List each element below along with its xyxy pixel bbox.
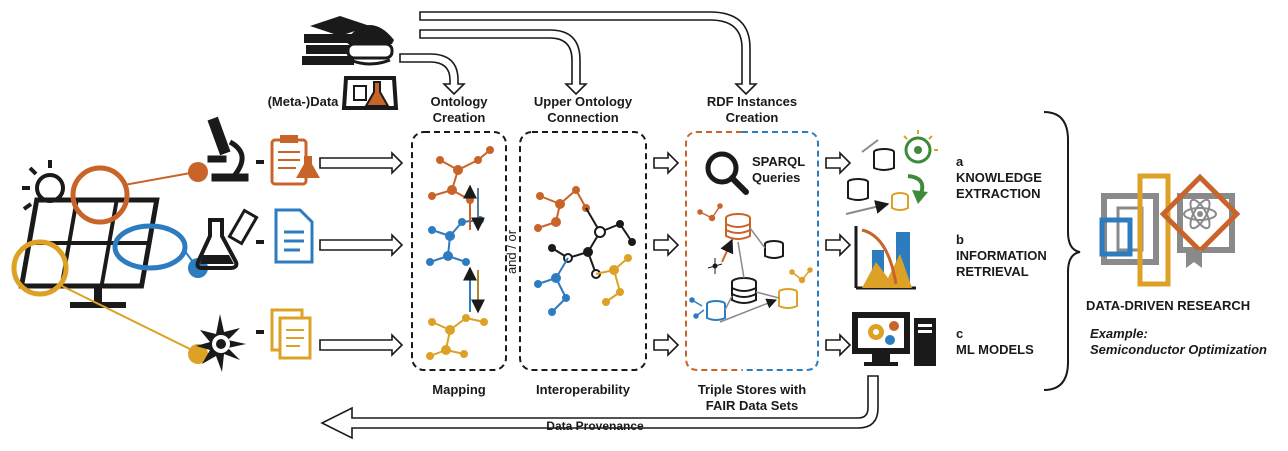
knowledge-extraction-icon (845, 130, 938, 215)
flask-icon (195, 208, 259, 270)
gold-circle (11, 239, 69, 297)
outcome-example: Example: Semiconductor Optimization (1090, 326, 1288, 358)
mapping-box (411, 131, 507, 371)
clipboard-document-icon (270, 135, 320, 186)
sparql-line2: Queries (752, 170, 801, 185)
gold-graph (426, 314, 488, 360)
computer-ml-icon (852, 312, 936, 366)
sparql-line1: SPARQL (752, 154, 806, 169)
scientist-icon (302, 16, 399, 110)
combined-graph (534, 186, 636, 316)
microscope-icon (207, 116, 249, 182)
bracket (1043, 111, 1081, 391)
information-retrieval-icon (854, 226, 916, 290)
research-emblem-icon (1099, 173, 1241, 287)
application-a: a KNOWLEDGE EXTRACTION (956, 154, 1066, 202)
blue-graph (426, 216, 484, 266)
outcome-example-label: Example: (1090, 326, 1148, 341)
application-c-letter: c (956, 326, 964, 341)
interoperability-box (519, 131, 647, 371)
application-a-letter: a (956, 154, 964, 169)
blue-ellipse (112, 223, 188, 271)
application-a-line1: KNOWLEDGE (956, 170, 1042, 185)
application-c-line1: ML MODELS (956, 342, 1034, 357)
hollow-arrows-left (319, 151, 404, 357)
ontology-creation-header: Ontology Creation (404, 94, 514, 126)
upper-ontology-line1: Upper Ontology (533, 94, 633, 109)
application-b: b INFORMATION RETRIEVAL (956, 232, 1066, 280)
files-icon (270, 308, 312, 360)
interoperability-label: Interoperability (536, 382, 630, 397)
and-or-label: and / or (504, 229, 519, 275)
metadata-header: (Meta-)Data (267, 94, 339, 109)
application-b-line2: RETRIEVAL (956, 264, 1029, 279)
sparql-label: SPARQL Queries (752, 154, 822, 186)
application-b-line1: INFORMATION (956, 248, 1047, 263)
orange-graph (428, 146, 494, 204)
rdf-instances-line2: Creation (725, 110, 779, 125)
magnifier-icon (705, 151, 749, 195)
triple-store-databases (689, 203, 813, 323)
application-c: c ML MODELS (956, 326, 1066, 358)
application-a-line2: EXTRACTION (956, 186, 1041, 201)
rdf-instances-line1: RDF Instances (706, 94, 798, 109)
application-b-letter: b (956, 232, 964, 247)
data-provenance-label: Data Provenance (546, 419, 644, 433)
rdf-instances-header: RDF Instances Creation (680, 94, 824, 126)
triple-stores-label: Triple Stores with FAIR Data Sets (676, 382, 828, 414)
triple-stores-line1: Triple Stores with (697, 382, 807, 397)
data-provenance-arrow (320, 375, 879, 440)
outcome-example-value: Semiconductor Optimization (1090, 342, 1267, 357)
mapping-label: Mapping (432, 382, 486, 397)
top-arrows (399, 11, 758, 96)
laser-icon (196, 314, 246, 372)
ontology-creation-line2: Creation (432, 110, 486, 125)
orange-circle (70, 165, 130, 225)
outcome-title: DATA-DRIVEN RESEARCH (1086, 298, 1251, 313)
document-icon (274, 208, 314, 264)
upper-ontology-header: Upper Ontology Connection (512, 94, 654, 126)
triple-stores-line2: FAIR Data Sets (705, 398, 799, 413)
upper-ontology-line2: Connection (547, 110, 619, 125)
ontology-creation-line1: Ontology (430, 94, 488, 109)
